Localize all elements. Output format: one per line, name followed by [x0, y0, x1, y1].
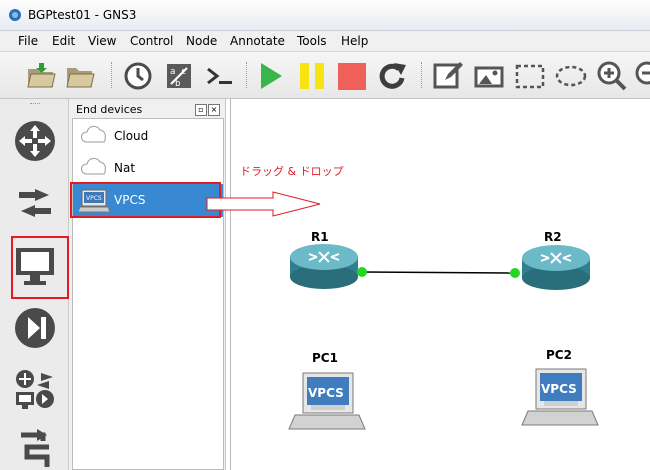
drag-and-drop-annotation: ドラッグ & ドロップ [240, 165, 344, 178]
insert-image-icon[interactable] [473, 60, 505, 92]
device-category-bar [0, 99, 69, 470]
menu-edit[interactable]: Edit [52, 34, 76, 48]
svg-text:VPCS: VPCS [86, 195, 102, 202]
router-r2-icon[interactable] [522, 245, 590, 290]
menu-bar: File Edit View Control Node Annotate Too… [0, 31, 650, 52]
vpcs-icon: VPCS [79, 189, 111, 213]
dock-grip [30, 103, 40, 107]
device-list: Cloud Nat VPCS VPCS [72, 118, 224, 470]
float-dock-icon[interactable]: ▫ [195, 104, 207, 116]
folder-icon[interactable] [64, 60, 96, 92]
topology-drawing [288, 244, 599, 430]
toolbar: a c b [0, 52, 650, 99]
toolbar-separator [246, 62, 249, 88]
reload-icon[interactable] [376, 60, 408, 92]
snapshot-icon[interactable]: a c b [163, 60, 195, 92]
pc1-vpcs-icon[interactable] [288, 372, 366, 430]
all-devices-icon[interactable] [13, 367, 57, 411]
add-note-icon[interactable] [432, 60, 464, 92]
window-title: BGPtest01 - GNS3 [28, 8, 137, 22]
pause-icon[interactable] [296, 60, 328, 92]
cloud-icon [80, 157, 106, 175]
end-devices-highlight [11, 236, 69, 299]
link-status-dot [357, 267, 367, 277]
switches-icon[interactable] [13, 181, 57, 225]
device-item-label: Nat [114, 161, 136, 175]
close-dock-icon[interactable]: × [208, 104, 220, 116]
start-icon[interactable] [255, 60, 287, 92]
open-folder-icon[interactable] [25, 60, 57, 92]
dock-title: End devices [76, 103, 143, 116]
pc2-vpcs-icon[interactable] [521, 368, 599, 426]
console-icon[interactable] [204, 60, 236, 92]
toolbar-separator [111, 62, 114, 88]
drag-arrow-icon [206, 191, 321, 217]
zoom-in-icon[interactable] [596, 60, 628, 92]
stop-icon[interactable] [336, 60, 368, 92]
menu-tools[interactable]: Tools [297, 34, 327, 48]
device-item-nat[interactable]: Nat [73, 152, 223, 184]
link-status-dot [510, 268, 520, 278]
vpcs-highlight [70, 182, 221, 218]
title-bar: BGPtest01 - GNS3 [0, 0, 650, 31]
topology-canvas[interactable]: R1 R2 PC1 PC2 VPCS VPCS [230, 99, 650, 470]
node-label-r1[interactable]: R1 [311, 230, 329, 244]
gns3-app-icon [9, 9, 21, 21]
security-devices-icon[interactable] [13, 306, 57, 350]
node-label-pc1[interactable]: PC1 [312, 351, 338, 365]
add-link-icon[interactable] [13, 425, 57, 469]
routers-icon[interactable] [13, 119, 57, 163]
device-item-cloud[interactable]: Cloud [73, 120, 223, 152]
pc1-screen-label: VPCS [308, 386, 344, 400]
router-r1-icon[interactable] [290, 244, 358, 289]
menu-control[interactable]: Control [130, 34, 174, 48]
pc2-screen-label: VPCS [541, 382, 577, 396]
draw-ellipse-icon[interactable] [555, 60, 587, 92]
menu-view[interactable]: View [88, 34, 117, 48]
device-item-label: VPCS [114, 193, 146, 207]
draw-rectangle-icon[interactable] [514, 60, 546, 92]
cloud-icon [80, 125, 106, 143]
svg-text:b: b [175, 79, 180, 89]
menu-help[interactable]: Help [341, 34, 369, 48]
clock-icon[interactable] [122, 60, 154, 92]
end-devices-icon[interactable] [13, 244, 57, 288]
menu-annotate[interactable]: Annotate [230, 34, 285, 48]
node-label-r2[interactable]: R2 [544, 230, 562, 244]
device-item-vpcs[interactable]: VPCS VPCS [73, 184, 223, 217]
device-item-label: Cloud [114, 129, 149, 143]
link-r1-r2[interactable] [361, 271, 516, 274]
end-devices-dock: End devices ▫ × Cloud Nat VPCS VPCS [69, 99, 226, 470]
zoom-out-icon[interactable] [634, 60, 650, 92]
toolbar-separator [421, 62, 424, 88]
menu-file[interactable]: File [18, 34, 39, 48]
menu-node[interactable]: Node [186, 34, 218, 48]
svg-text:a c: a c [170, 67, 186, 77]
node-label-pc2[interactable]: PC2 [546, 348, 572, 362]
